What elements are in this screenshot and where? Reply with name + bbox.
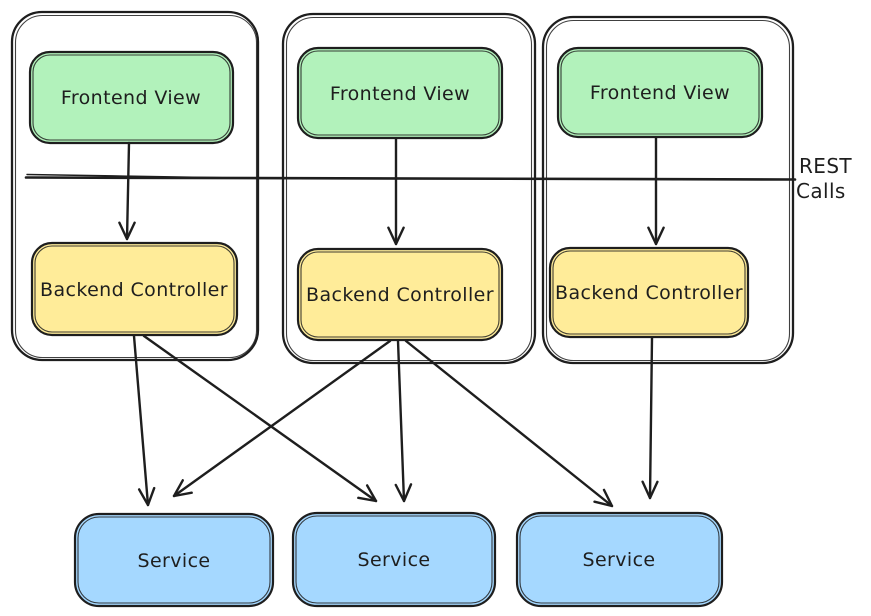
rest-label-line1: REST: [799, 154, 852, 178]
container-outline: [541, 15, 795, 365]
backend-box: [548, 246, 750, 339]
frontend-box-sketch: [560, 50, 760, 135]
service-box-sketch: [519, 515, 720, 604]
arrowhead: [647, 226, 665, 246]
arrow-backend1-service2[interactable]: [142, 334, 378, 503]
arrowhead: [357, 484, 378, 503]
node-frontend-view-2[interactable]: Frontend View: [296, 46, 504, 140]
node-service-1[interactable]: Service: [73, 512, 275, 608]
backend-label: Backend Controller: [306, 284, 494, 306]
service-box: [291, 511, 497, 608]
arrow-backend2-service1[interactable]: [172, 339, 392, 498]
node-backend-controller-3[interactable]: Backend Controller: [548, 246, 750, 339]
rest-line-main: [24, 176, 797, 181]
service-box-sketch: [295, 515, 493, 604]
frontend-box: [556, 46, 764, 139]
frontend-box: [28, 50, 235, 145]
backend-label: Backend Controller: [40, 279, 228, 301]
backend-box-sketch: [300, 251, 500, 338]
arrowhead: [118, 221, 136, 241]
node-frontend-view-3[interactable]: Frontend View: [556, 46, 764, 139]
service-label: Service: [357, 549, 430, 571]
service-box-sketch: [77, 516, 271, 604]
node-backend-controller-1[interactable]: Backend Controller: [30, 241, 239, 337]
arrowhead: [387, 226, 405, 246]
arrow-line: [396, 339, 406, 503]
arrow-backend2-service3[interactable]: [404, 339, 614, 508]
backend-label: Backend Controller: [555, 282, 743, 304]
container-column-3[interactable]: [541, 15, 795, 365]
arrow-backend3-service3[interactable]: [641, 336, 659, 500]
rest-line-sketch: [26, 173, 238, 179]
arrowhead: [394, 483, 413, 503]
container-sketch-stroke: [285, 16, 533, 362]
node-service-2[interactable]: Service: [291, 511, 497, 608]
frontend-label: Frontend View: [61, 87, 201, 109]
arrow-line: [648, 336, 654, 500]
arrowhead: [593, 488, 614, 508]
arrow-line: [132, 334, 150, 507]
arrowhead: [641, 480, 659, 500]
arrow-frontend2-backend2[interactable]: [387, 137, 405, 246]
rest-calls-line[interactable]: [24, 173, 797, 181]
arrowhead: [137, 486, 156, 507]
arrow-line: [142, 334, 378, 503]
arrow-backend1-service1[interactable]: [132, 334, 156, 507]
container-outline: [281, 12, 537, 365]
arrowhead: [172, 479, 193, 498]
frontend-box-sketch: [32, 54, 231, 141]
arrow-line: [404, 339, 614, 508]
arrow-frontend3-backend3[interactable]: [647, 136, 665, 246]
arrow-line: [172, 339, 392, 498]
frontend-label: Frontend View: [330, 83, 470, 105]
backend-box-sketch: [34, 245, 235, 333]
service-box: [73, 512, 275, 608]
arrow-line: [125, 141, 131, 241]
arrow-backend2-service2[interactable]: [394, 339, 413, 503]
node-frontend-view-1[interactable]: Frontend View: [28, 50, 235, 145]
arrow-frontend1-backend1[interactable]: [118, 141, 136, 241]
backend-box: [296, 247, 504, 342]
service-box: [515, 511, 724, 608]
rest-label-line2: Calls: [796, 179, 846, 203]
backend-box-sketch: [552, 250, 746, 335]
node-service-3[interactable]: Service: [515, 511, 724, 608]
rest-calls-label: REST Calls: [796, 154, 852, 203]
frontend-label: Frontend View: [590, 82, 730, 104]
service-label: Service: [582, 549, 655, 571]
container-sketch-stroke: [545, 19, 791, 362]
frontend-box-sketch: [300, 50, 500, 136]
frontend-box: [296, 46, 504, 140]
container-column-2[interactable]: [281, 12, 537, 365]
service-label: Service: [137, 550, 210, 572]
node-backend-controller-2[interactable]: Backend Controller: [296, 247, 504, 342]
